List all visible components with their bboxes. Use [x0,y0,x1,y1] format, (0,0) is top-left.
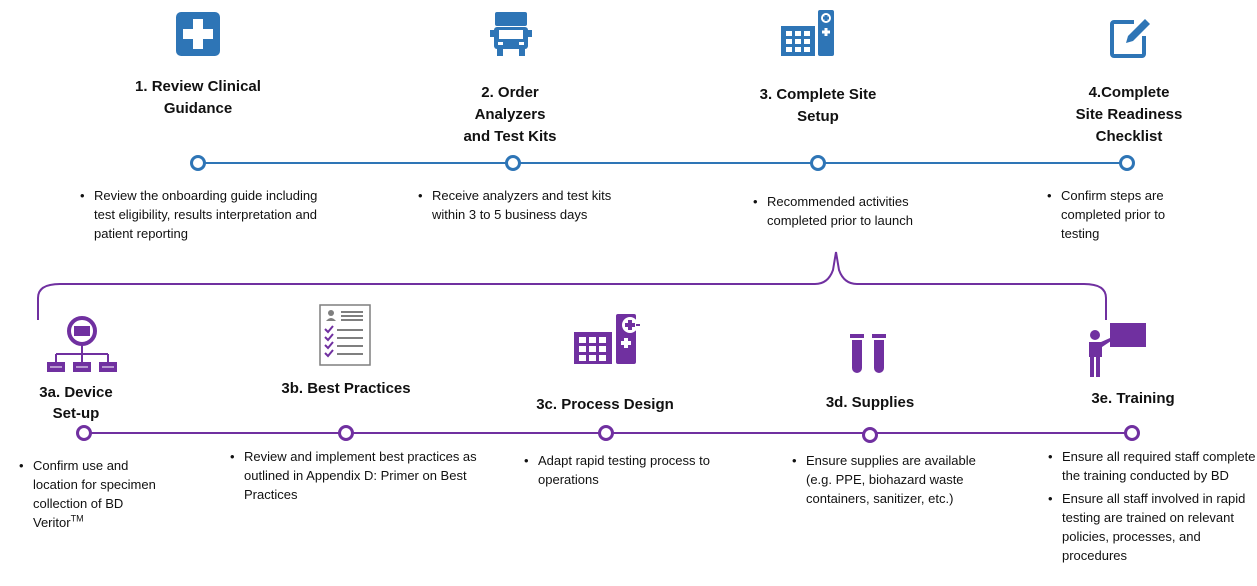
substep-3c-bullet: Adapt rapid testing process to operation… [524,451,722,489]
substep-3d-bullet: Ensure supplies are available (e.g. PPE,… [792,451,976,508]
step-3-node [810,155,826,171]
step-4-node [1119,155,1135,171]
step-4-title: 4.Complete Site Readiness Checklist [1075,84,1183,145]
substep-3a-bullet-text: Confirm use and location for specimen co… [33,458,156,530]
step-1-bullets: Review the onboarding guide including te… [80,186,326,247]
step-3-title: 3. Complete Site Setup [759,86,877,125]
substep-3b-bullet: Review and implement best practices as o… [230,447,480,504]
hospital-icon [574,314,640,364]
trainer-icon [1089,323,1146,377]
substep-3d-bullets: Ensure supplies are available (e.g. PPE,… [792,451,976,512]
substep-3d-node [862,427,878,443]
substep-3e-bullet-1: Ensure all required staff complete the t… [1048,447,1257,485]
step-2-bullets: Receive analyzers and test kits within 3… [418,186,632,228]
expansion-brace [37,251,1107,320]
substep-3a-bullets: Confirm use and location for specimen co… [19,456,175,536]
step-2-bullet: Receive analyzers and test kits within 3… [418,186,632,224]
medical-cross-icon [176,12,220,56]
step-3-bullets: Recommended activities completed prior t… [753,192,951,234]
substep-3a-node [76,425,92,441]
substep-3e-bullets: Ensure all required staff complete the t… [1048,447,1257,569]
substep-3b-title: 3b. Best Practices [281,380,411,397]
device-network-icon [47,316,117,372]
step-2-title: 2. Order Analyzers and Test Kits [463,84,557,145]
substep-3c-node [598,425,614,441]
document-checklist-icon [319,304,371,366]
substep-3e-title: 3e. Training [1091,390,1175,407]
substep-3c-title: 3c. Process Design [536,396,674,413]
step-2-node [505,155,521,171]
substep-3a-bullet: Confirm use and location for specimen co… [19,456,175,532]
substep-3a-title: 3a. Device Set-up [39,384,113,422]
step-4-bullets: Confirm steps are completed prior to tes… [1047,186,1201,247]
top-timeline-line [198,162,1128,164]
step-1-node [190,155,206,171]
substep-3e-bullet-2: Ensure all staff involved in rapid testi… [1048,489,1257,565]
substep-3e-node [1124,425,1140,441]
trademark-symbol: TM [70,513,84,524]
step-3-bullet: Recommended activities completed prior t… [753,192,951,230]
step-1-bullet: Review the onboarding guide including te… [80,186,326,243]
hospital-icon [781,10,834,56]
step-4-bullet: Confirm steps are completed prior to tes… [1047,186,1201,243]
checklist-edit-icon [1110,19,1150,58]
substep-3d-title: 3d. Supplies [825,394,915,411]
substep-3c-bullets: Adapt rapid testing process to operation… [524,451,722,493]
substep-3b-bullets: Review and implement best practices as o… [230,447,480,508]
truck-icon [490,12,532,56]
step-1-title: 1. Review Clinical Guidance [135,78,261,117]
substep-3b-node [338,425,354,441]
test-tubes-icon [850,334,886,373]
